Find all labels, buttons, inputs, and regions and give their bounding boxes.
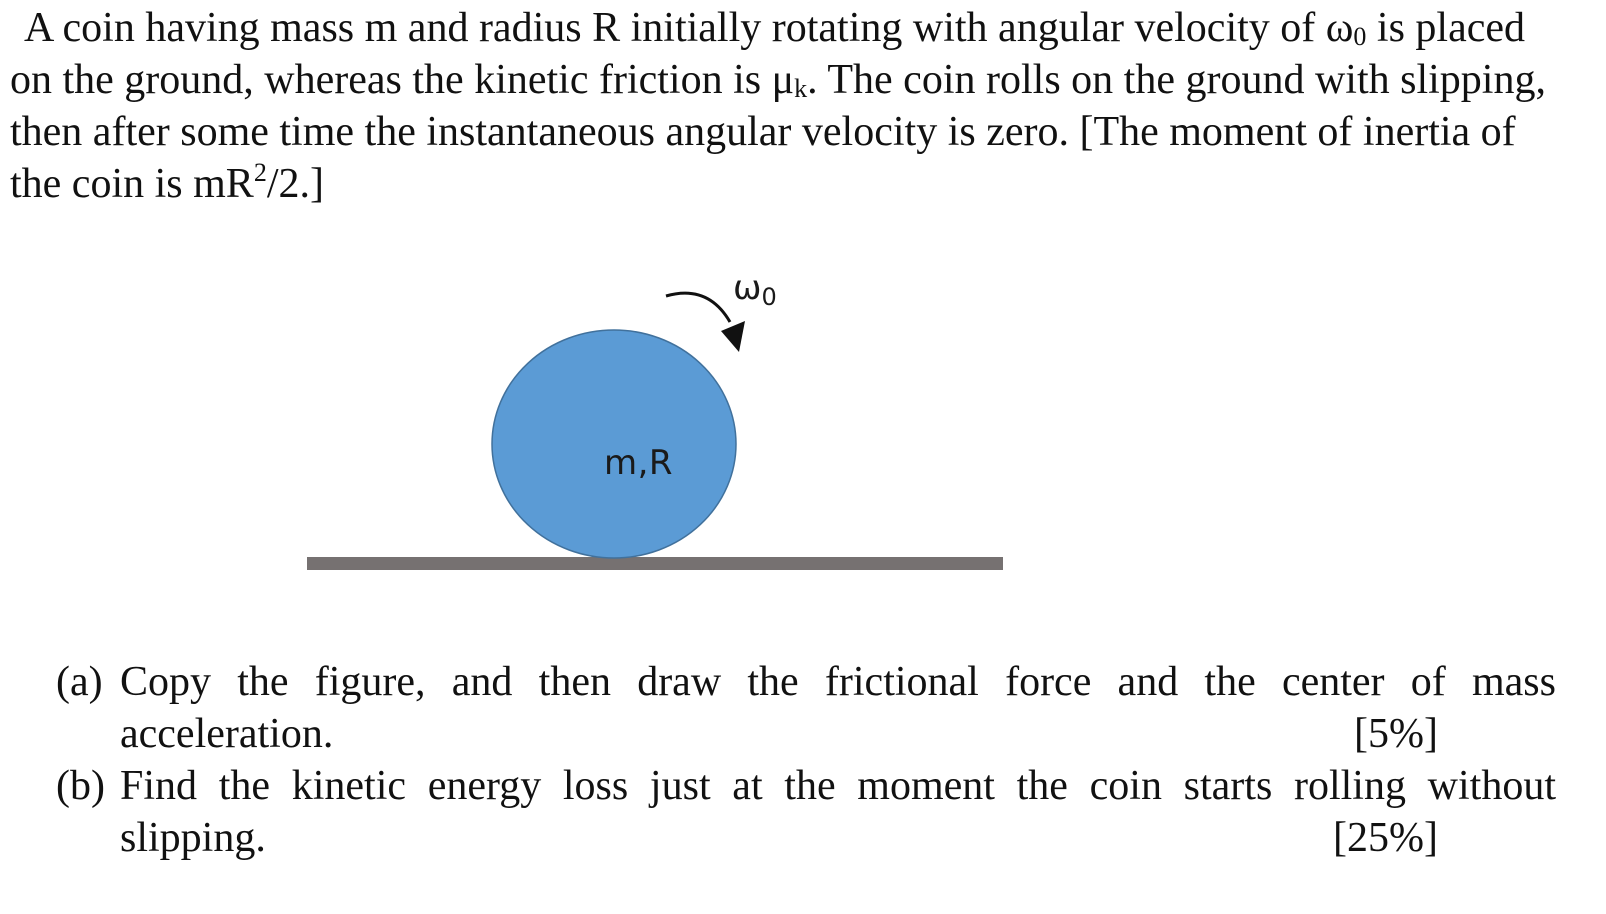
- omega-label: ω0: [733, 268, 777, 311]
- omega-subscript: 0: [1353, 22, 1367, 51]
- problem-text-4-tail: /2.]: [266, 161, 324, 207]
- rotation-arrow-arc: [665, 291, 732, 323]
- question-a: (a) Copy the figure, and then draw the f…: [56, 656, 1556, 760]
- question-a-marks: [5%]: [1354, 711, 1438, 757]
- rotation-arrow-head: [721, 321, 745, 352]
- problem-text-4: the coin is mR: [10, 161, 254, 207]
- problem-text-2-tail: . The coin rolls on the ground with slip…: [807, 57, 1546, 103]
- question-b: (b) Find the kinetic energy loss just at…: [56, 760, 1556, 864]
- problem-statement: A coin having mass m and radius R initia…: [10, 2, 1570, 210]
- problem-text-2: on the ground, whereas the kinetic frict…: [10, 57, 795, 103]
- omega-symbol: ω: [733, 268, 762, 308]
- question-b-tag: (b): [56, 763, 105, 809]
- problem-line-2: on the ground, whereas the kinetic frict…: [10, 54, 1570, 106]
- problem-line-1: A coin having mass m and radius R initia…: [10, 2, 1570, 54]
- problem-text-1: A coin having mass m and radius R initia…: [24, 5, 1354, 51]
- problem-text-1-tail: is placed: [1366, 5, 1526, 51]
- problem-line-3: then after some time the instantaneous a…: [10, 106, 1570, 158]
- problem-text-3: then after some time the instantaneous a…: [10, 109, 1516, 155]
- question-a-tag: (a): [56, 659, 103, 705]
- problem-line-4: the coin is mR2/2.]: [10, 158, 1570, 210]
- coin-label: m,R: [604, 443, 674, 483]
- ground-bar: [307, 557, 1003, 570]
- inertia-superscript: 2: [253, 158, 267, 187]
- question-b-line2: slipping.: [120, 815, 266, 861]
- question-b-line1: Find the kinetic energy loss just at the…: [120, 763, 1556, 809]
- coin-circle: [491, 329, 737, 559]
- question-b-marks: [25%]: [1333, 815, 1438, 861]
- omega-label-subscript: 0: [761, 283, 777, 311]
- question-a-line1: Copy the figure, and then draw the frict…: [120, 659, 1556, 705]
- question-a-line2: acceleration.: [120, 711, 334, 757]
- mu-subscript: k: [794, 74, 808, 103]
